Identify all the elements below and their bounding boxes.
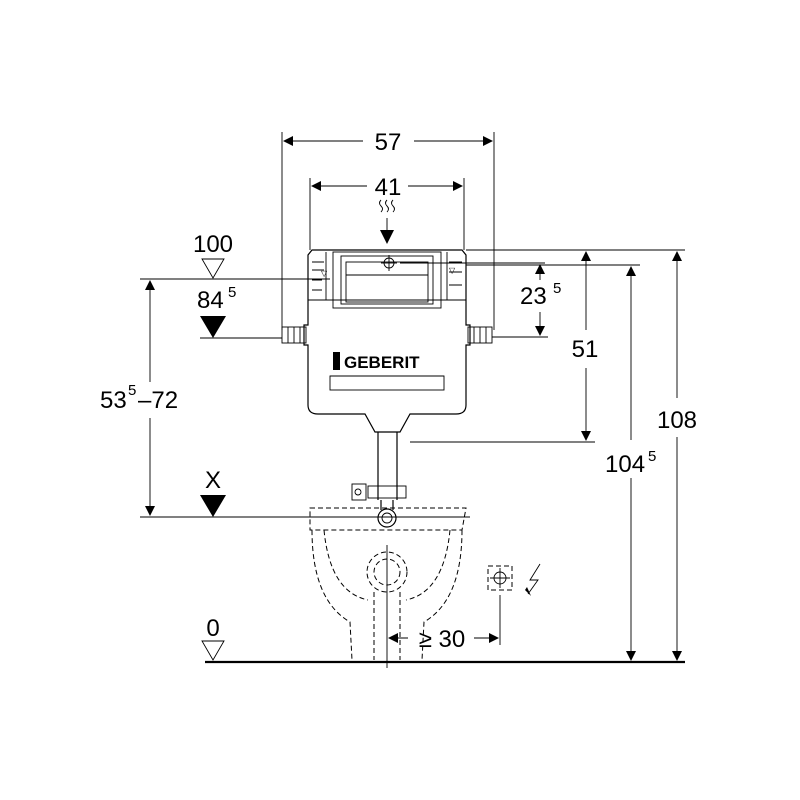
electrical-socket-icon [487,565,513,591]
range-label-sup: 5 [128,382,136,399]
level-label-84: 84 [197,287,224,314]
dimension-label-23: 23 [520,283,547,310]
heat-wave-icon [379,199,395,244]
lightning-icon [525,563,541,596]
level-filled-triangle-icon [200,495,226,517]
level-triangle-icon [201,258,225,279]
level-mark-100: 100 [193,231,233,279]
dimension-label-min-30: ≥ 30 [419,626,466,653]
dimension-width-41: 41 [309,174,465,250]
dimension-label-108: 108 [657,407,697,434]
range-label-a: 53 [100,387,127,414]
dimension-108: 108 [657,251,697,661]
level-triangle-icon [201,640,225,661]
level-label-0: 0 [206,615,219,642]
level-mark-x: X [200,467,226,517]
level-mark-0: 0 [201,615,225,661]
wall-bracket-right [467,326,493,344]
level-label-84-sup: 5 [228,284,236,301]
brand-name: GEBERIT [344,353,420,372]
level-label-x: X [205,467,221,494]
dimension-label-104-sup: 5 [648,448,656,465]
cistern: ▽ ▽ [303,249,471,433]
toilet-bowl [309,507,467,668]
range-label-b: –72 [138,387,178,414]
dimension-104: 104 5 [605,266,656,661]
dimension-label-104: 104 [605,451,645,478]
dimension-min-distance: ≥ 30 [388,595,501,653]
dimension-label-57: 57 [375,129,402,156]
level-mark-84: 84 5 [197,284,236,338]
dimension-51: 51 [572,251,599,441]
dimension-width-57: 57 [281,129,495,330]
flush-pipe [351,432,407,528]
svg-text:▽: ▽ [321,269,328,278]
dimension-label-23-sup: 5 [553,280,561,297]
dimension-label-41: 41 [375,174,402,201]
svg-text:▽: ▽ [449,266,456,275]
level-filled-triangle-icon [200,316,226,338]
dimension-range: 53 5 –72 [100,280,178,516]
dimension-23: 23 5 [520,264,561,336]
dimension-label-51: 51 [572,336,599,363]
geberit-logo: GEBERIT [333,352,420,372]
wall-bracket-left [281,326,307,344]
level-label-100: 100 [193,231,233,258]
